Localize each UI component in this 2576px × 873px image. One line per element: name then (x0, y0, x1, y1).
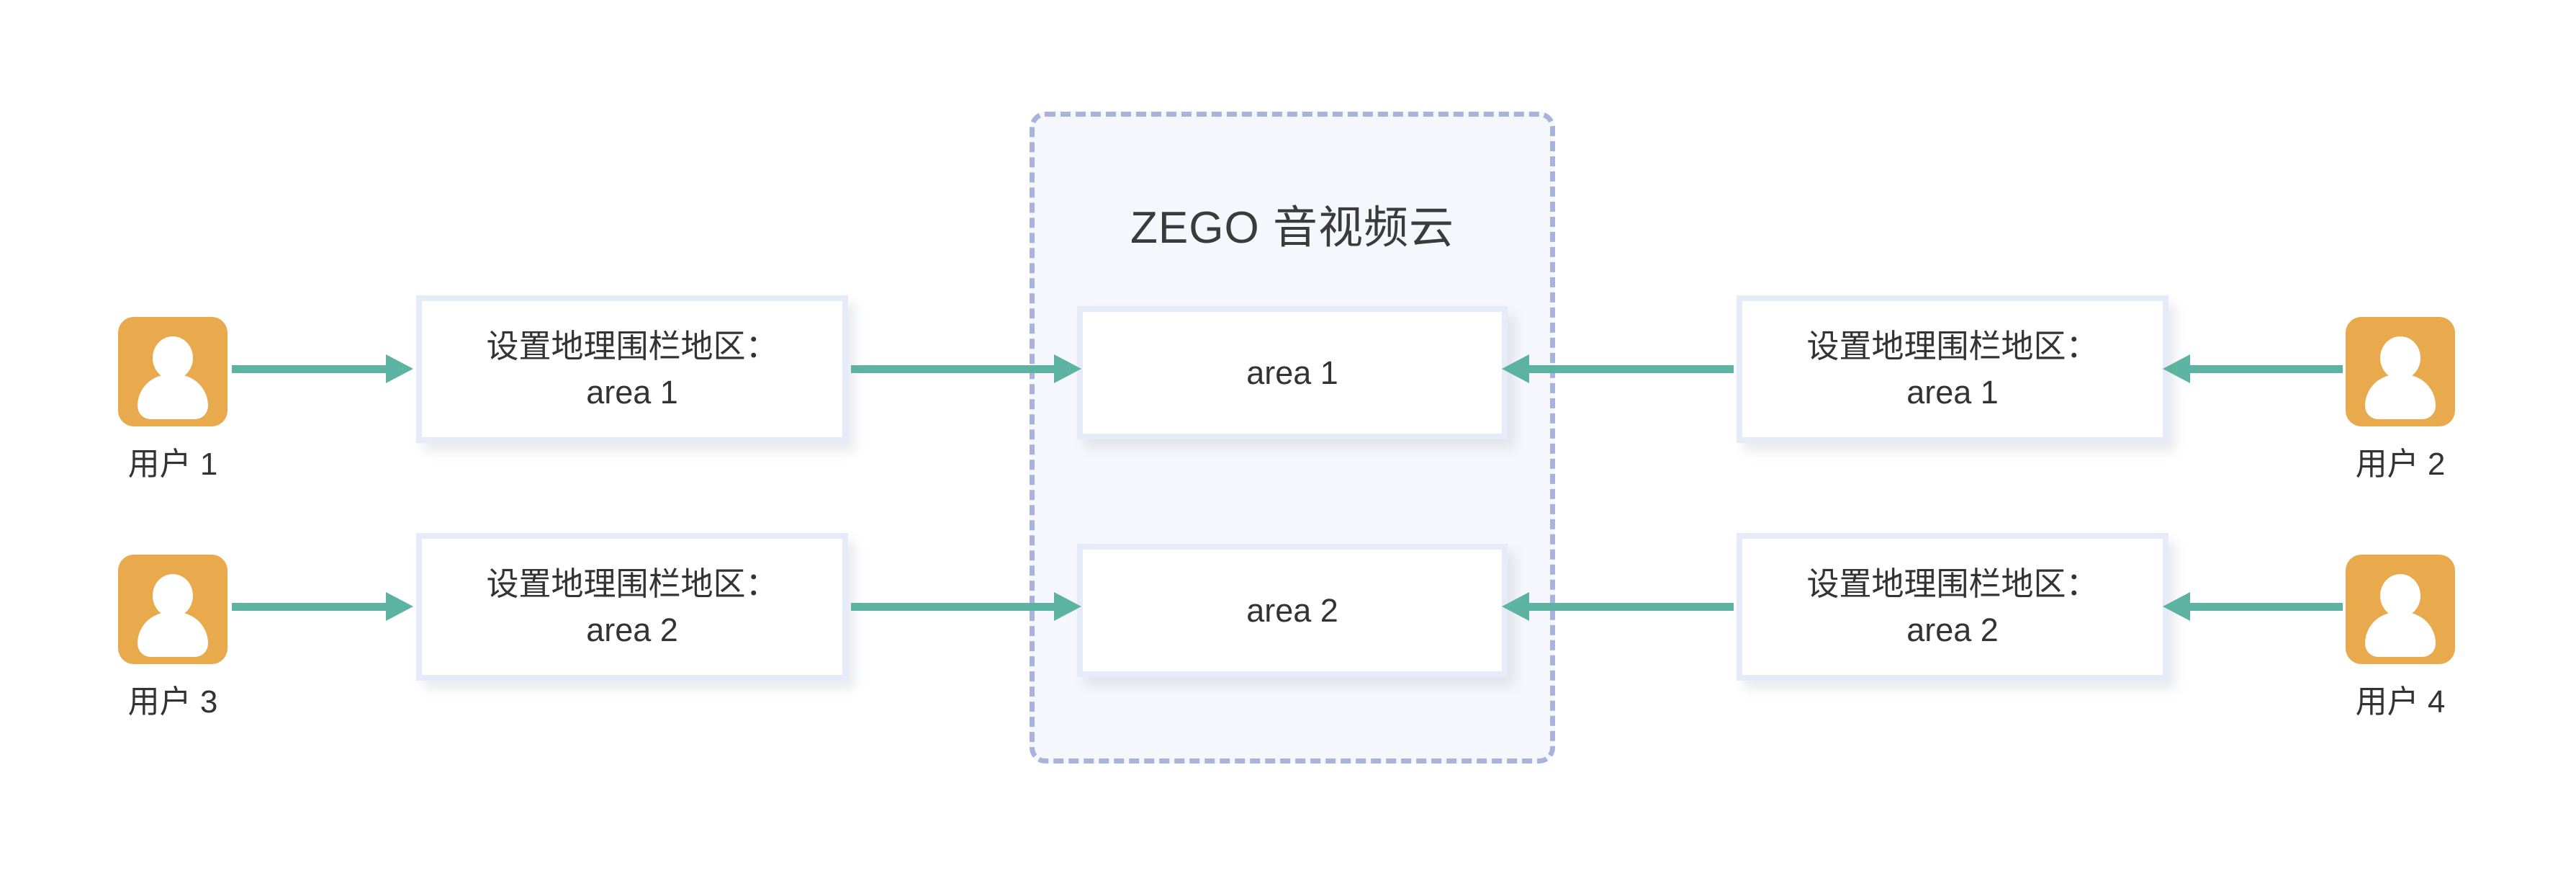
avatar-head-shape (153, 336, 193, 380)
user-avatar-icon (2346, 317, 2455, 426)
arrow-card-to-area1-right (1502, 354, 1734, 383)
geofence-card-right-1: 设置地理围栏地区： area 1 (1737, 295, 2169, 443)
geofence-card-right-1-line1: 设置地理围栏地区： (1806, 327, 2099, 364)
area-box-1: area 1 (1077, 306, 1508, 439)
arrow-head-left-icon (2163, 592, 2190, 621)
geofence-card-right-1-line2: area 1 (1906, 373, 1999, 411)
user-node-4-label: 用户 4 (2355, 684, 2446, 720)
geofence-card-right-2: 设置地理围栏地区： area 2 (1737, 533, 2169, 681)
arrow-head-right-icon (386, 354, 413, 383)
arrow-card-to-area2-left (851, 592, 1081, 621)
geofence-card-left-2-line1: 设置地理围栏地区： (486, 565, 778, 602)
arrow-shaft (232, 603, 389, 611)
user-node-3: 用户 3 (118, 555, 228, 722)
geofence-card-left-1-line1: 设置地理围栏地区： (486, 327, 778, 364)
user-node-4: 用户 4 (2346, 555, 2455, 722)
arrow-shaft (2187, 603, 2343, 611)
user-avatar-icon (118, 317, 228, 426)
arrow-user2-to-card (2163, 354, 2343, 383)
arrow-head-left-icon (2163, 354, 2190, 383)
geofence-card-left-1: 设置地理围栏地区： area 1 (416, 295, 848, 443)
area-box-2: area 2 (1077, 544, 1508, 677)
area-box-2-label: area 2 (1246, 591, 1338, 629)
avatar-head-shape (2380, 336, 2420, 380)
avatar-body-shape (2365, 612, 2436, 657)
avatar-head-shape (153, 574, 193, 617)
geofence-card-left-1-line2: area 1 (586, 373, 678, 411)
arrow-card-to-area1-left (851, 354, 1081, 383)
arrow-head-left-icon (1502, 354, 1529, 383)
arrow-shaft (232, 365, 389, 373)
user-avatar-icon (118, 555, 228, 664)
arrow-shaft (851, 603, 1057, 611)
arrow-shaft (2187, 365, 2343, 373)
arrow-user1-to-card (232, 354, 413, 383)
arrow-shaft (1526, 603, 1734, 611)
avatar-body-shape (138, 375, 208, 419)
geofence-card-right-2-line1: 设置地理围栏地区： (1806, 565, 2099, 602)
avatar-head-shape (2380, 574, 2420, 617)
arrow-card-to-area2-right (1502, 592, 1734, 621)
geofence-card-left-2: 设置地理围栏地区： area 2 (416, 533, 848, 681)
arrow-head-right-icon (386, 592, 413, 621)
avatar-body-shape (2365, 375, 2436, 419)
user-node-1-label: 用户 1 (127, 447, 218, 482)
arrow-head-right-icon (1054, 592, 1081, 621)
geofence-card-right-2-line2: area 2 (1906, 611, 1999, 648)
arrow-head-left-icon (1502, 592, 1529, 621)
arrow-user4-to-card (2163, 592, 2343, 621)
user-avatar-icon (2346, 555, 2455, 664)
geofence-card-left-2-line2: area 2 (586, 611, 678, 648)
user-node-2-label: 用户 2 (2355, 447, 2446, 482)
area-box-1-label: area 1 (1246, 354, 1338, 391)
avatar-body-shape (138, 612, 208, 657)
arrow-shaft (1526, 365, 1734, 373)
user-node-2: 用户 2 (2346, 317, 2455, 484)
arrow-user3-to-card (232, 592, 413, 621)
arrow-head-right-icon (1054, 354, 1081, 383)
arrow-shaft (851, 365, 1057, 373)
user-node-1: 用户 1 (118, 317, 228, 484)
user-node-3-label: 用户 3 (127, 684, 218, 720)
zego-cloud-title: ZEGO 音视频云 (1130, 203, 1454, 253)
